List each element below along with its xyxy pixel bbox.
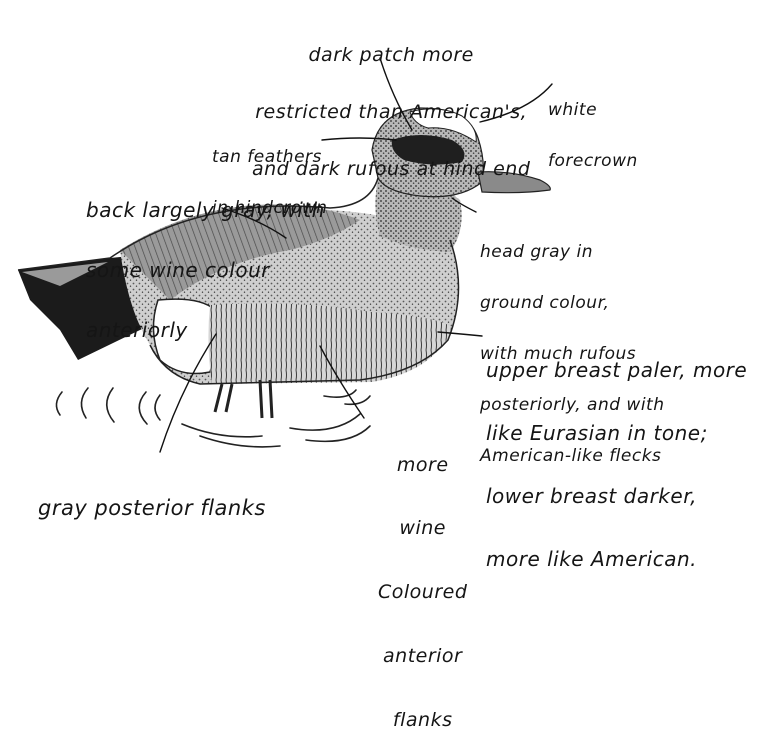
legs (215, 380, 272, 418)
label-back-line: back largely gray, with (86, 200, 325, 220)
label-anterior-flanks-line: Coloured (378, 582, 467, 603)
label-head-line: head gray in (480, 244, 665, 261)
label-anterior-flanks-line: wine (378, 518, 467, 539)
label-back: back largely gray, with some wine colour… (86, 160, 325, 360)
label-posterior-flanks: gray posterior flanks (38, 456, 266, 540)
label-back-line: anteriorly (86, 320, 325, 340)
label-white-forecrown-line: forecrown (548, 153, 638, 170)
label-back-line: some wine colour (86, 260, 325, 280)
label-white-forecrown: white forecrown (548, 68, 638, 187)
label-white-forecrown-line: white (548, 102, 638, 119)
label-breast-line: upper breast paler, more (486, 360, 747, 381)
label-anterior-flanks-line: flanks (378, 710, 467, 731)
label-head-line: ground colour, (480, 295, 665, 312)
label-anterior-flanks-line: more (378, 455, 467, 476)
label-anterior-flanks: more wine Coloured anterior flanks (378, 412, 467, 752)
label-anterior-flanks-line: anterior (378, 646, 467, 667)
label-breast-line: lower breast darker, (486, 486, 747, 507)
label-breast-line: more like American. (486, 549, 747, 570)
label-breast: upper breast paler, more like Eurasian i… (486, 318, 747, 591)
water-ripples (56, 388, 370, 447)
label-posterior-flanks-line: gray posterior flanks (38, 498, 266, 519)
label-dark-patch-line: dark patch more (252, 46, 530, 65)
label-breast-line: like Eurasian in tone; (486, 423, 747, 444)
